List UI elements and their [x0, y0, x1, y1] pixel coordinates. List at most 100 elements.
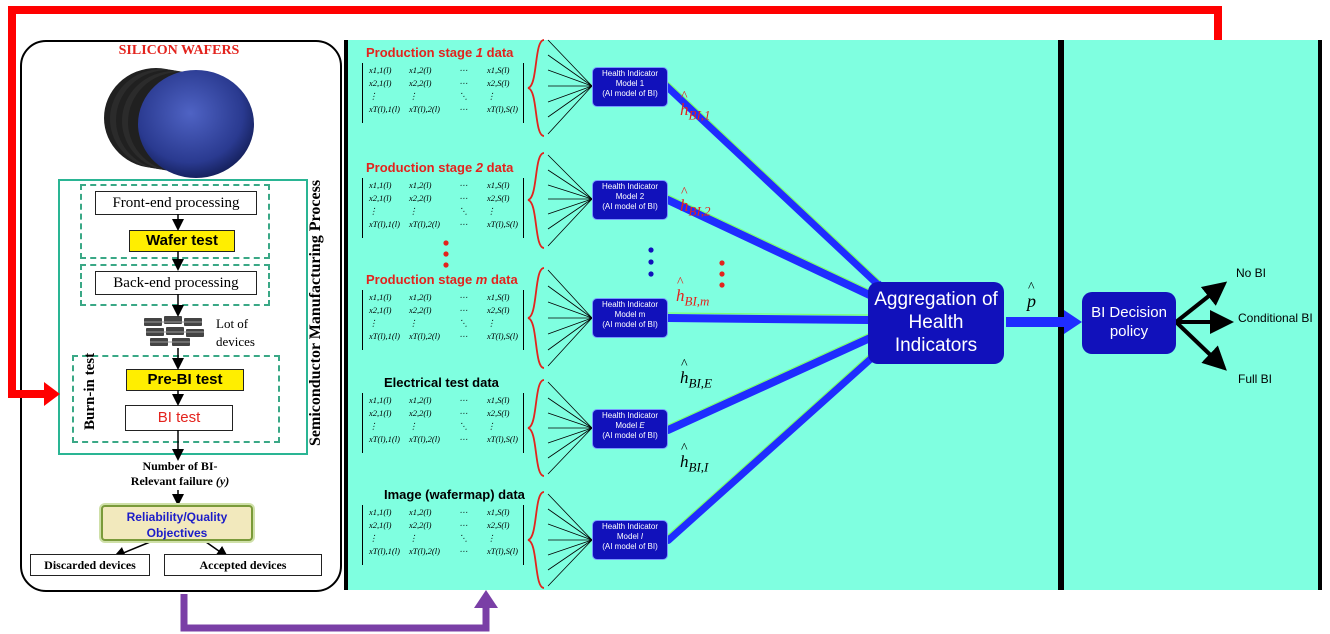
matrix-cell: xT(l),2(l) — [409, 219, 440, 229]
hi-box-model-var: 2 — [639, 192, 645, 201]
hi-box-title: Health Indicator — [601, 411, 659, 420]
data-transfer-arrow — [180, 594, 490, 632]
health-indicator-symbol: h^BI,I — [680, 441, 709, 475]
matrix-cell: xT(l),1(l) — [369, 219, 400, 229]
matrix-cell: x2,2(l) — [409, 193, 432, 203]
lot-of-devices-label: Lot of devices — [216, 316, 255, 349]
matrix-cell: ⋮ — [487, 421, 496, 431]
matrix-cell: x2,1(l) — [369, 78, 392, 88]
h-letter: h — [676, 286, 685, 305]
stage-title: Production stage 1 data — [366, 45, 513, 60]
hi-box-subtitle: (AI model of BI) — [602, 320, 658, 329]
outcome-conditional-bi: Conditional BI — [1238, 311, 1313, 325]
matrix-cell: x2,2(l) — [409, 520, 432, 530]
data-matrix: x1,1(l)x1,2(l)⋯x1,S(l)x2,1(l)x2,2(l)⋯x2,… — [362, 63, 524, 123]
matrix-cell: x1,S(l) — [487, 395, 510, 405]
matrix-cell: x2,1(l) — [369, 408, 392, 418]
hi-box-model: Model 2 — [593, 192, 667, 202]
matrix-cell: xT(l),1(l) — [369, 434, 400, 444]
matrix-cell: ⋮ — [409, 533, 418, 543]
matrix-cell: x1,2(l) — [409, 65, 432, 75]
matrix-cell: ⋯ — [459, 78, 468, 88]
matrix-cell: ⋯ — [459, 305, 468, 315]
matrix-cell: xT(l),S(l) — [487, 434, 518, 444]
matrix-cell: x1,S(l) — [487, 292, 510, 302]
stage-title-text: Production stage — [366, 45, 476, 60]
data-matrix: x1,1(l)x1,2(l)⋯x1,S(l)x2,1(l)x2,2(l)⋯x2,… — [362, 290, 524, 350]
stage-title-text: Production stage — [366, 272, 476, 287]
failure-count-var: (y) — [215, 474, 230, 488]
decision-label: BI Decision policy — [1091, 304, 1167, 340]
h-symbol: h^ — [676, 275, 685, 305]
hi-box-subtitle: (AI model of BI) — [602, 431, 658, 440]
failure-count-text: Relevant failure — [130, 474, 213, 488]
hi-box-subtitle: (AI model of BI) — [602, 542, 658, 551]
front-end-processing-box: Front-end processing — [95, 191, 257, 215]
matrix-cell: x1,1(l) — [369, 507, 392, 517]
stage-title-var: m — [475, 272, 488, 287]
matrix-cell: ⋱ — [459, 421, 468, 431]
h-letter: h — [680, 368, 689, 387]
matrix-cell: x1,1(l) — [369, 292, 392, 302]
matrix-cell: ⋮ — [369, 91, 378, 101]
matrix-cell: x2,2(l) — [409, 305, 432, 315]
stage-title: Image (wafermap) data — [384, 487, 525, 502]
matrix-cell: ⋮ — [487, 318, 496, 328]
h-symbol: h^ — [680, 357, 689, 387]
bi-decision-box: BI Decision policy — [1082, 292, 1176, 354]
h-letter: h — [680, 452, 689, 471]
stage-title-var: 1 — [475, 45, 484, 60]
matrix-cell: x1,2(l) — [409, 507, 432, 517]
matrix-cell: xT(l),S(l) — [487, 546, 518, 556]
matrix-cell: x2,S(l) — [487, 305, 510, 315]
hi-box-title: Health Indicator — [601, 69, 659, 78]
matrix-cell: ⋮ — [369, 206, 378, 216]
data-matrix: x1,1(l)x1,2(l)⋯x1,S(l)x2,1(l)x2,2(l)⋯x2,… — [362, 393, 524, 453]
matrix-cell: x1,1(l) — [369, 180, 392, 190]
matrix-cell: ⋯ — [459, 65, 468, 75]
h-subscript: BI,E — [688, 375, 712, 391]
feedback-arrow — [8, 6, 1222, 398]
hi-box-model-text: Model — [615, 192, 640, 201]
matrix-cell: x2,2(l) — [409, 408, 432, 418]
matrix-cell: x1,S(l) — [487, 180, 510, 190]
stage-title-text: Production stage — [366, 160, 476, 175]
pre-bi-test-box: Pre-BI test — [126, 369, 244, 391]
hat-glyph: ^ — [681, 357, 688, 372]
silicon-wafers-title: SILICON WAFERS — [118, 43, 240, 58]
stage-title: Production stage m data — [366, 272, 518, 287]
matrix-cell: ⋯ — [459, 292, 468, 302]
hi-box-subtitle: (AI model of BI) — [602, 202, 658, 211]
p-hat-label: p^ — [1027, 280, 1036, 312]
objectives-line1: Reliability/Quality — [126, 510, 228, 524]
failure-count-line1: Number of BI- — [142, 459, 218, 473]
matrix-cell: x1,S(l) — [487, 507, 510, 517]
matrix-cell: ⋮ — [369, 421, 378, 431]
health-indicator-symbol: h^BI,1 — [680, 89, 711, 123]
aggregation-box: Aggregation of Health Indicators — [868, 282, 1004, 364]
hi-box-model-text: Model — [615, 421, 640, 430]
failure-count-label: Number of BI- Relevant failure (y) — [108, 459, 252, 489]
hi-box-title: Health Indicator — [601, 182, 659, 191]
matrix-cell: ⋮ — [369, 533, 378, 543]
matrix-cell: x2,1(l) — [369, 520, 392, 530]
hi-box-model: Model 1 — [593, 79, 667, 89]
matrix-cell: ⋮ — [487, 91, 496, 101]
hi-box-model-var: m — [638, 310, 646, 319]
wafer-stack-image — [104, 68, 254, 178]
h-subscript: BI,I — [688, 459, 709, 475]
matrix-cell: ⋮ — [409, 421, 418, 431]
matrix-cell: ⋯ — [459, 408, 468, 418]
middle-divider — [1058, 40, 1064, 590]
outcome-no-bi: No BI — [1236, 266, 1267, 280]
matrix-cell: xT(l),2(l) — [409, 434, 440, 444]
aggregation-label: Aggregation of Health Indicators — [874, 289, 998, 356]
matrix-cell: x2,1(l) — [369, 193, 392, 203]
matrix-cell: x1,S(l) — [487, 65, 510, 75]
hi-box-model-var: E — [639, 421, 645, 430]
matrix-cell: x2,S(l) — [487, 408, 510, 418]
matrix-cell: ⋮ — [487, 533, 496, 543]
stage-title-suffix: data — [483, 160, 514, 175]
